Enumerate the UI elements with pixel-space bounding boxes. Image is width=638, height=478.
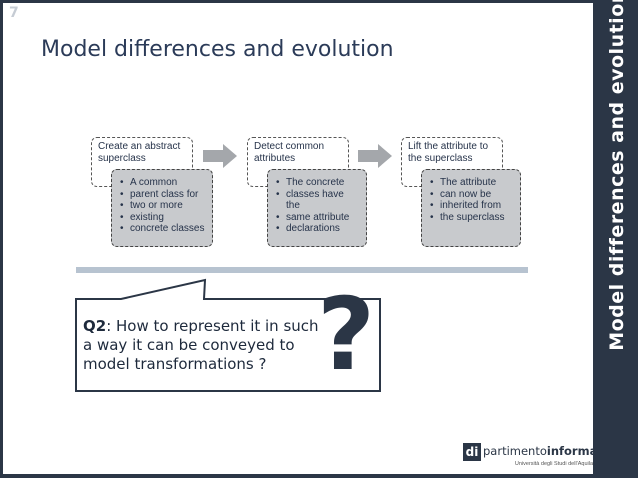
question-mark-icon: ? — [317, 276, 376, 393]
logo-prefix: partimento — [483, 444, 547, 458]
step-3-detail-line: the superclass — [430, 212, 514, 224]
step-3-detail-line: can now be — [430, 189, 514, 201]
question-text: Q2: How to represent it in such a way it… — [83, 317, 323, 374]
question-label: Q2 — [83, 317, 107, 335]
step-3-title: Lift the attribute to the superclass — [408, 141, 489, 164]
step-2-detail-box: The concrete classes have the same attri… — [267, 169, 367, 247]
step-2-detail-line: same attribute — [276, 212, 360, 224]
slide: 7 Model differences and evolution Create… — [3, 3, 593, 474]
side-title-text: Model differences and evolution — [606, 0, 628, 351]
speech-bubble — [75, 278, 381, 392]
step-2-detail-line: declarations — [276, 223, 360, 235]
department-logo: di partimentoinformatica Università degl… — [463, 443, 593, 471]
step-3-detail-line: The attribute — [430, 177, 514, 189]
step-1-title: Create an abstract superclass — [98, 141, 181, 164]
logo-subtitle: Università degli Studi dell'Aquila — [514, 461, 593, 467]
slide-title: Model differences and evolution — [41, 37, 394, 62]
step-1-detail-box: A common parent class for two or more ex… — [111, 169, 213, 247]
step-1-detail-line: A common — [120, 177, 206, 189]
side-title: Model differences and evolution — [602, 0, 632, 351]
step-2-detail-line: classes have the — [276, 189, 360, 212]
question-body: : How to represent it in such a way it c… — [83, 317, 319, 373]
step-3-detail-line: inherited from — [430, 200, 514, 212]
logo-mark: di — [463, 443, 481, 461]
step-1-detail-line: concrete classes — [120, 223, 206, 235]
slide-number: 7 — [9, 5, 19, 21]
step-2-title: Detect common attributes — [254, 141, 325, 164]
divider — [76, 267, 528, 273]
step-3-detail-box: The attribute can now be inherited from … — [421, 169, 521, 247]
step-1-detail-line: parent class for — [120, 189, 206, 201]
logo-text: partimentoinformatica — [483, 444, 593, 458]
step-1-detail-line: two or more — [120, 200, 206, 212]
logo-bold: informatica — [546, 444, 593, 458]
arrow-right-icon — [358, 144, 392, 168]
step-1-detail-line: existing — [120, 212, 206, 224]
arrow-right-icon — [203, 144, 237, 168]
step-2-detail-line: The concrete — [276, 177, 360, 189]
